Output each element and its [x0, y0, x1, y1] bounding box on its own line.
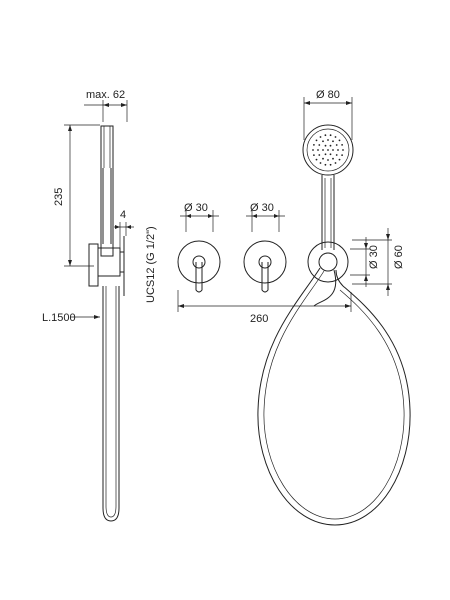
nozzle-dot — [324, 153, 327, 156]
nozzle-dot — [338, 139, 341, 142]
dim-height: 235 — [53, 188, 65, 206]
nozzle-dot — [319, 162, 322, 164]
dim-outlet-outer: Ø 60 — [393, 245, 405, 269]
nozzle-dot — [315, 158, 318, 161]
nozzle-dot — [327, 159, 329, 161]
nozzle-dot — [334, 136, 337, 138]
nozzle-dot — [335, 154, 338, 156]
dim-span: 260 — [250, 313, 268, 325]
nozzle-dot — [341, 154, 343, 157]
dim-outlet-inner: Ø 30 — [368, 245, 380, 269]
dim-connection: UCS12 (G 1/2") — [145, 226, 157, 303]
nozzle-dot — [327, 139, 329, 141]
nozzle-dot — [338, 158, 341, 161]
nozzle-dot — [324, 144, 327, 147]
dim-head-diameter: Ø 80 — [316, 89, 340, 101]
nozzle-dot — [337, 149, 339, 151]
dim-max-width: max. 62 — [86, 89, 125, 101]
nozzle-dot — [341, 144, 343, 146]
shower-head-front: Ø 80 Ø 30 Ø 60 — [257, 89, 411, 526]
nozzle-pattern — [312, 134, 344, 166]
nozzle-dot — [318, 144, 321, 146]
mixer-left: Ø 30 — [177, 202, 221, 293]
nozzle-dot — [315, 139, 318, 142]
side-view: max. 62 235 4 L.1500 UCS12 (G 1/2") — [42, 89, 157, 522]
nozzle-dot — [327, 149, 329, 151]
dim-offset: 4 — [120, 209, 126, 221]
nozzle-dot — [332, 149, 334, 151]
nozzle-dot — [322, 149, 324, 151]
nozzle-dot — [317, 149, 319, 151]
nozzle-dot — [334, 162, 337, 164]
nozzle-dot — [319, 136, 322, 138]
nozzle-dot — [342, 149, 344, 151]
nozzle-dot — [329, 163, 332, 166]
nozzle-dot — [322, 140, 324, 143]
dim-mixer-right: Ø 30 — [250, 202, 274, 214]
dim-hose-length: L.1500 — [42, 312, 76, 324]
nozzle-dot — [329, 144, 332, 147]
nozzle-dot — [318, 154, 321, 156]
nozzle-dot — [324, 163, 327, 166]
nozzle-dot — [329, 134, 332, 137]
nozzle-dot — [335, 144, 338, 146]
nozzle-dot — [312, 149, 314, 151]
nozzle-dot — [332, 157, 334, 160]
nozzle-dot — [332, 140, 334, 143]
nozzle-dot — [322, 157, 324, 160]
dim-span-group: 260 — [177, 290, 352, 325]
mixer-right: Ø 30 — [243, 202, 287, 293]
nozzle-dot — [324, 134, 327, 137]
nozzle-dot — [313, 144, 315, 146]
dim-mixer-left: Ø 30 — [184, 202, 208, 214]
nozzle-dot — [313, 154, 315, 157]
nozzle-dot — [329, 153, 332, 156]
